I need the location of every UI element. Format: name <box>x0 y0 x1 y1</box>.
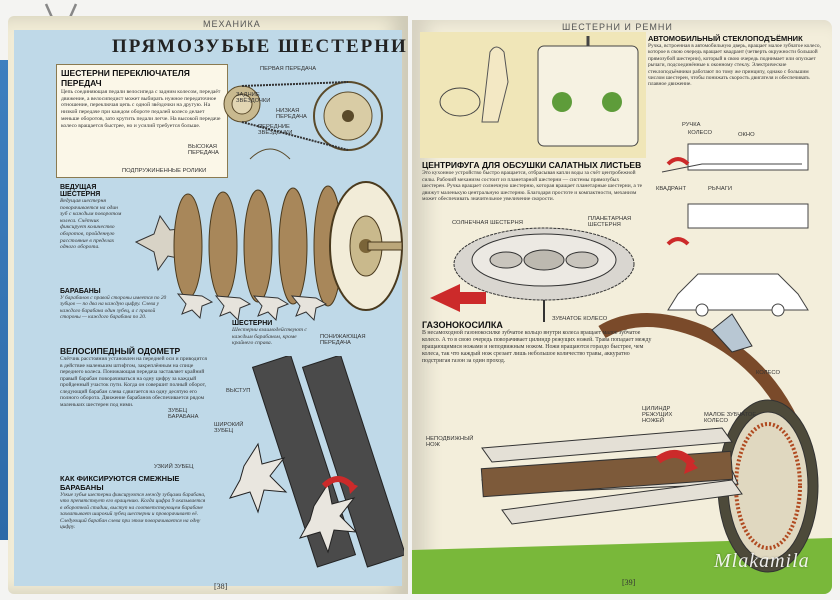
mower-heading: ГАЗОНОКОСИЛКА <box>422 320 503 330</box>
gears-label-heading: ШЕСТЕРНИ <box>232 320 273 327</box>
adjacent-text: Узкие зубья шестерни фиксируются между з… <box>60 492 206 531</box>
label-tooth-gear: ЗУБЕЦ БАРАБАНА <box>168 408 199 420</box>
label-blades: ЦИЛИНДР РЕЖУЩИХ НОЖЕЙ <box>642 406 673 424</box>
label-wide-tooth: ШИРОКИЙ ЗУБЕЦ <box>214 422 244 434</box>
salad-block: ЦЕНТРИФУГА ДЛЯ ОБСУШКИ САЛАТНЫХ ЛИСТЬЕВ … <box>422 160 644 203</box>
adjacent-block: КАК ФИКСИРУЮТСЯ СМЕЖНЫЕ БАРАБАНЫ Узкие з… <box>60 474 206 530</box>
label-first-gear: ПЕРВАЯ ПЕРЕДАЧА <box>260 66 317 72</box>
gears-label-block: ШЕСТЕРНИ Шестерни взаимодействуют с кажд… <box>232 320 310 347</box>
label-ring-gear: ЗУБЧАТОЕ КОЛЕСО <box>552 316 608 322</box>
page-title: ПРЯМОЗУБЫЕ ШЕСТЕРНИ <box>112 36 408 57</box>
right-page: ШЕСТЕРНИ И РЕМНИ АВТОМОБИЛЬНЫЙ СТЕКЛОПОД… <box>412 20 832 594</box>
mower-text: В несамоходной газонокосилке зубчатое ко… <box>422 330 652 364</box>
running-head-left: МЕХАНИКА <box>203 19 261 29</box>
planetary-gears-illustration <box>430 227 635 322</box>
label-sun-gear: СОЛНЕЧНАЯ ШЕСТЕРНЯ <box>452 220 523 226</box>
drive-gear-text: Ведущая шестерня поворачивается на один … <box>60 198 122 251</box>
label-front-sprockets: ПЕРЕДНИЕ ЗВЁЗДОЧКИ <box>258 124 293 136</box>
window-lifter-block: АВТОМОБИЛЬНЫЙ СТЕКЛОПОДЪЁМНИК Ручка, вст… <box>648 34 826 88</box>
label-high-gear: ВЫСОКАЯ ПЕРЕДАЧА <box>188 144 219 156</box>
watermark: Mlakamila <box>714 550 810 572</box>
drive-gear-heading: ВЕДУЩАЯ ШЕСТЕРНЯ <box>60 184 101 198</box>
drums-text: У барабанов с правой стороны имеется по … <box>60 295 167 321</box>
page-number-left: [38] <box>214 582 228 591</box>
label-reducing-gear: ПОНИЖАЮЩАЯ ПЕРЕДАЧА <box>320 334 366 346</box>
adjacent-heading: КАК ФИКСИРУЮТСЯ СМЕЖНЫЕ БАРАБАНЫ <box>60 474 180 492</box>
drive-gear-block: ВЕДУЩАЯ ШЕСТЕРНЯ Ведущая шестерня повора… <box>60 184 122 251</box>
window-lifter-text: Ручка, встроенная в автомобильную дверь,… <box>648 43 821 88</box>
mower-block: ГАЗОНОКОСИЛКА В несамоходной газонокосил… <box>422 320 652 365</box>
odometer-text: Счётчик расстояния установлен на передне… <box>60 356 207 408</box>
label-narrow-tooth: УЗКИЙ ЗУБЕЦ <box>154 464 194 470</box>
lawnmower-illustration <box>412 313 832 594</box>
label-mower-wheel: КОЛЕСО <box>756 370 780 376</box>
label-handle: РУЧКА <box>682 122 701 128</box>
odometer-heading: ВЕЛОСИПЕДНЫЙ ОДОМЕТР <box>60 346 181 356</box>
derailleur-heading: ШЕСТЕРНИ ПЕРЕКЛЮЧАТЕЛЯ ПЕРЕДАЧ <box>61 68 190 88</box>
drums-illustration <box>134 181 403 322</box>
salad-heading: ЦЕНТРИФУГА ДЛЯ ОБСУШКИ САЛАТНЫХ ЛИСТЬЕВ <box>422 160 642 170</box>
derailleur-text: Цепь соединяющая педали велосипеда с зад… <box>61 89 221 129</box>
page-number-right: [39] <box>622 578 636 587</box>
left-page: МЕХАНИКА ПРЯМОЗУБЫЕ ШЕСТЕРНИ ШЕСТЕРНИ ПЕ… <box>8 16 408 594</box>
label-fixed-blade: НЕПОДВИЖНЫЙ НОЖ <box>426 436 474 448</box>
label-low-gear: НИЗКАЯ ПЕРЕДАЧА <box>276 108 307 120</box>
label-small-gear: МАЛОЕ ЗУБЧАТОЕ КОЛЕСО <box>704 412 757 424</box>
salad-spinner-illustration <box>420 32 646 158</box>
odometer-block: ВЕЛОСИПЕДНЫЙ ОДОМЕТР Счётчик расстояния … <box>60 346 210 408</box>
drums-heading: БАРАБАНЫ <box>60 288 101 295</box>
label-rear-sprockets: ЗАДНИЕ ЗВЁЗДОЧКИ <box>236 92 271 104</box>
running-head-right: ШЕСТЕРНИ И РЕМНИ <box>562 22 673 32</box>
label-planet-gear: ПЛАНЕТАРНАЯ ШЕСТЕРНЯ <box>588 216 632 228</box>
drums-block: БАРАБАНЫ У барабанов с правой стороны им… <box>60 288 168 321</box>
label-window-wheel: КОЛЕСО <box>688 130 712 136</box>
cutaway-illustration <box>228 356 404 568</box>
window-lifter-illustration <box>661 143 809 317</box>
derailleur-box: ШЕСТЕРНИ ПЕРЕКЛЮЧАТЕЛЯ ПЕРЕДАЧ Цепь соед… <box>56 64 228 178</box>
derailleur-illustration <box>223 81 383 160</box>
label-window: ОКНО <box>738 132 755 138</box>
salad-text: Это кухонное устройство быстро вращается… <box>422 170 643 203</box>
label-levers: РЫЧАГИ <box>708 186 733 192</box>
gears-label-text: Шестерни взаимодействуют с каждым бараба… <box>232 327 307 347</box>
label-quadrant: КВАДРАНТ <box>656 186 687 192</box>
label-ledge: ВЫСТУП <box>226 388 251 394</box>
label-rollers: ПОДПРУЖИНЕННЫЕ РОЛИКИ <box>122 168 207 174</box>
window-lifter-heading: АВТОМОБИЛЬНЫЙ СТЕКЛОПОДЪЁМНИК <box>648 34 803 43</box>
